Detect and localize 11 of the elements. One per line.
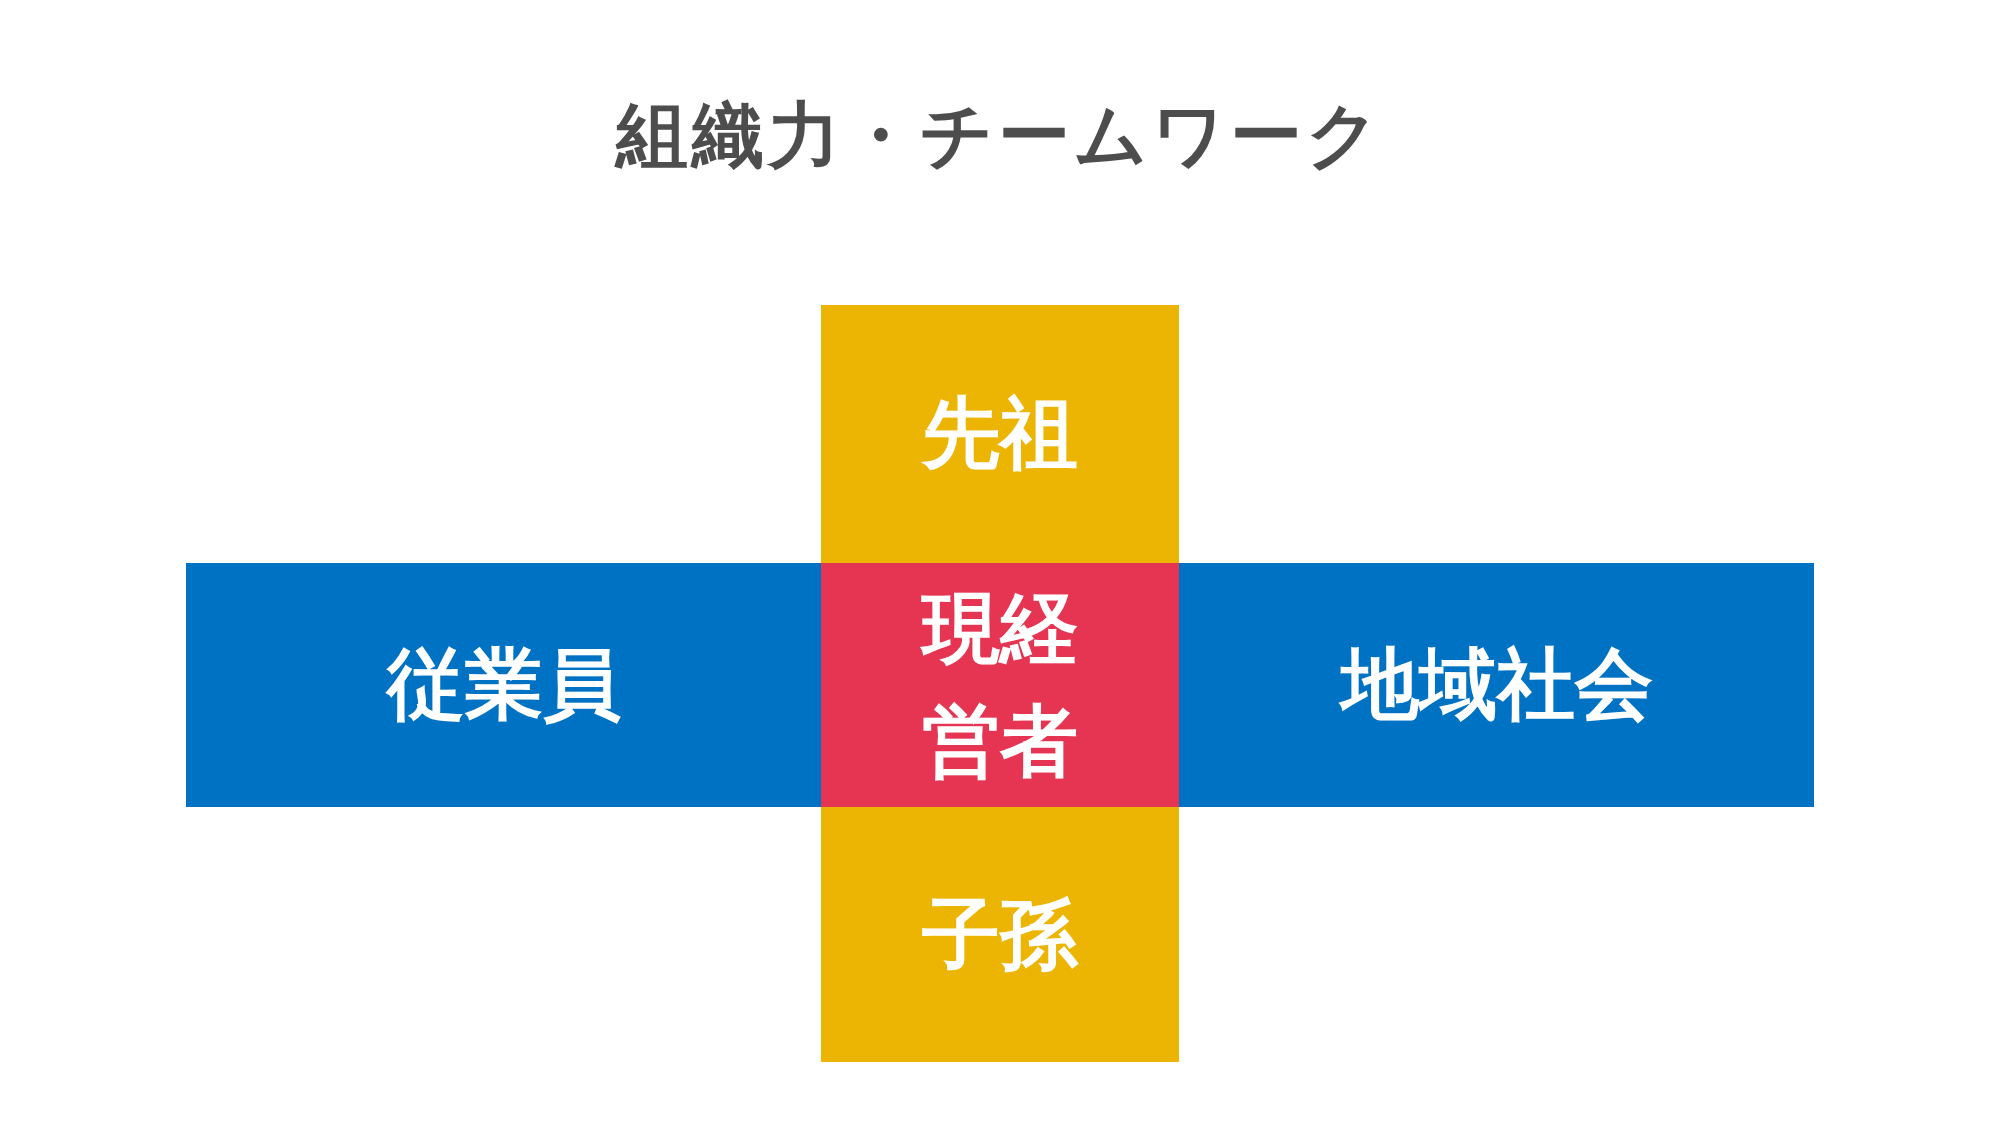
block-label: 従業員 (386, 638, 621, 732)
center-block (821, 563, 1179, 807)
bottom-block (821, 807, 1179, 1062)
right-block (1179, 563, 1814, 807)
left-block (186, 563, 821, 807)
block-label: 子孫 (922, 887, 1078, 981)
top-block (821, 305, 1179, 563)
block-label: 地域社会 (1340, 638, 1653, 732)
block-label: 現経営者 (920, 581, 1079, 788)
title: 組織力・チームワーク (616, 92, 1384, 179)
block-label: 先祖 (922, 387, 1078, 481)
